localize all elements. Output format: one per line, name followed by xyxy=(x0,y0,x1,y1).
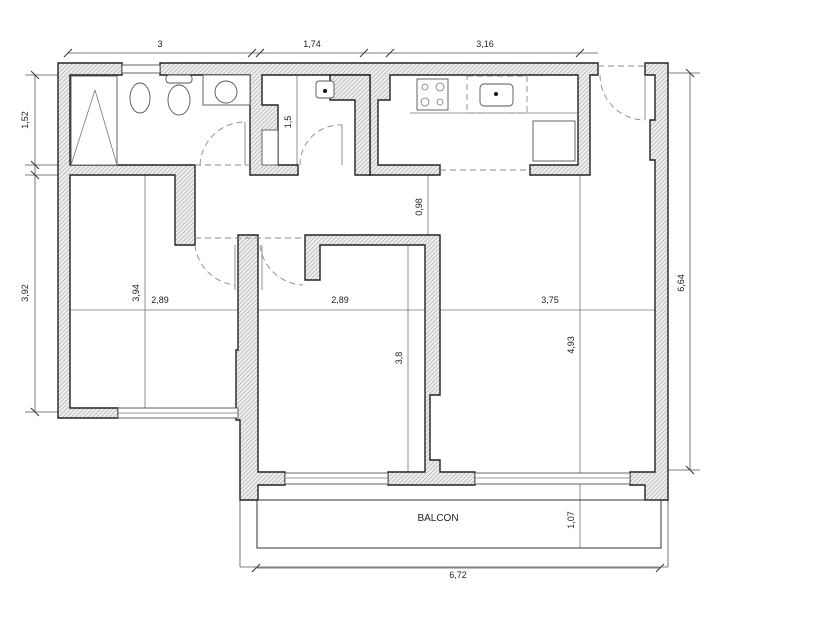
dim-left-bath: 1,52 xyxy=(20,111,30,129)
dim-wc-height: 1,5 xyxy=(283,116,293,129)
cooktop xyxy=(416,78,449,111)
dim-bedroom2-height: 3,8 xyxy=(394,352,404,365)
fridge xyxy=(532,120,576,162)
dim-bedroom1-height: 3,94 xyxy=(131,284,141,302)
dim-right-total: 6,64 xyxy=(676,274,686,292)
dim-left-bedroom: 3,92 xyxy=(20,284,30,302)
dim-bedroom1-width: 2,89 xyxy=(151,295,169,305)
dim-top-bath: 3 xyxy=(157,39,162,49)
dimension-labels: 3 1,74 3,16 1,52 3,92 3,94 2,89 2,89 3,8… xyxy=(20,39,686,580)
dim-bottom-total: 6,72 xyxy=(449,570,467,580)
dim-corridor: 0,98 xyxy=(414,198,424,216)
dim-living-height: 4,93 xyxy=(566,336,576,354)
windows xyxy=(117,64,631,485)
dimension-lines xyxy=(25,48,700,573)
dim-living-width: 3,75 xyxy=(541,295,559,305)
dim-balcony-depth: 1,07 xyxy=(566,511,576,529)
balcony-label: BALCON xyxy=(417,513,458,524)
walls xyxy=(57,62,669,501)
bidet xyxy=(129,82,151,114)
bathroom-sink xyxy=(214,80,238,104)
dim-bedroom2-width: 2,89 xyxy=(331,295,349,305)
dim-top-kitchen: 3,16 xyxy=(476,39,494,49)
fixtures xyxy=(70,74,578,166)
shower-tray xyxy=(70,75,118,166)
dim-top-wc: 1,74 xyxy=(303,39,321,49)
doors xyxy=(194,65,646,290)
balcony xyxy=(256,499,662,549)
toilet xyxy=(167,84,191,116)
